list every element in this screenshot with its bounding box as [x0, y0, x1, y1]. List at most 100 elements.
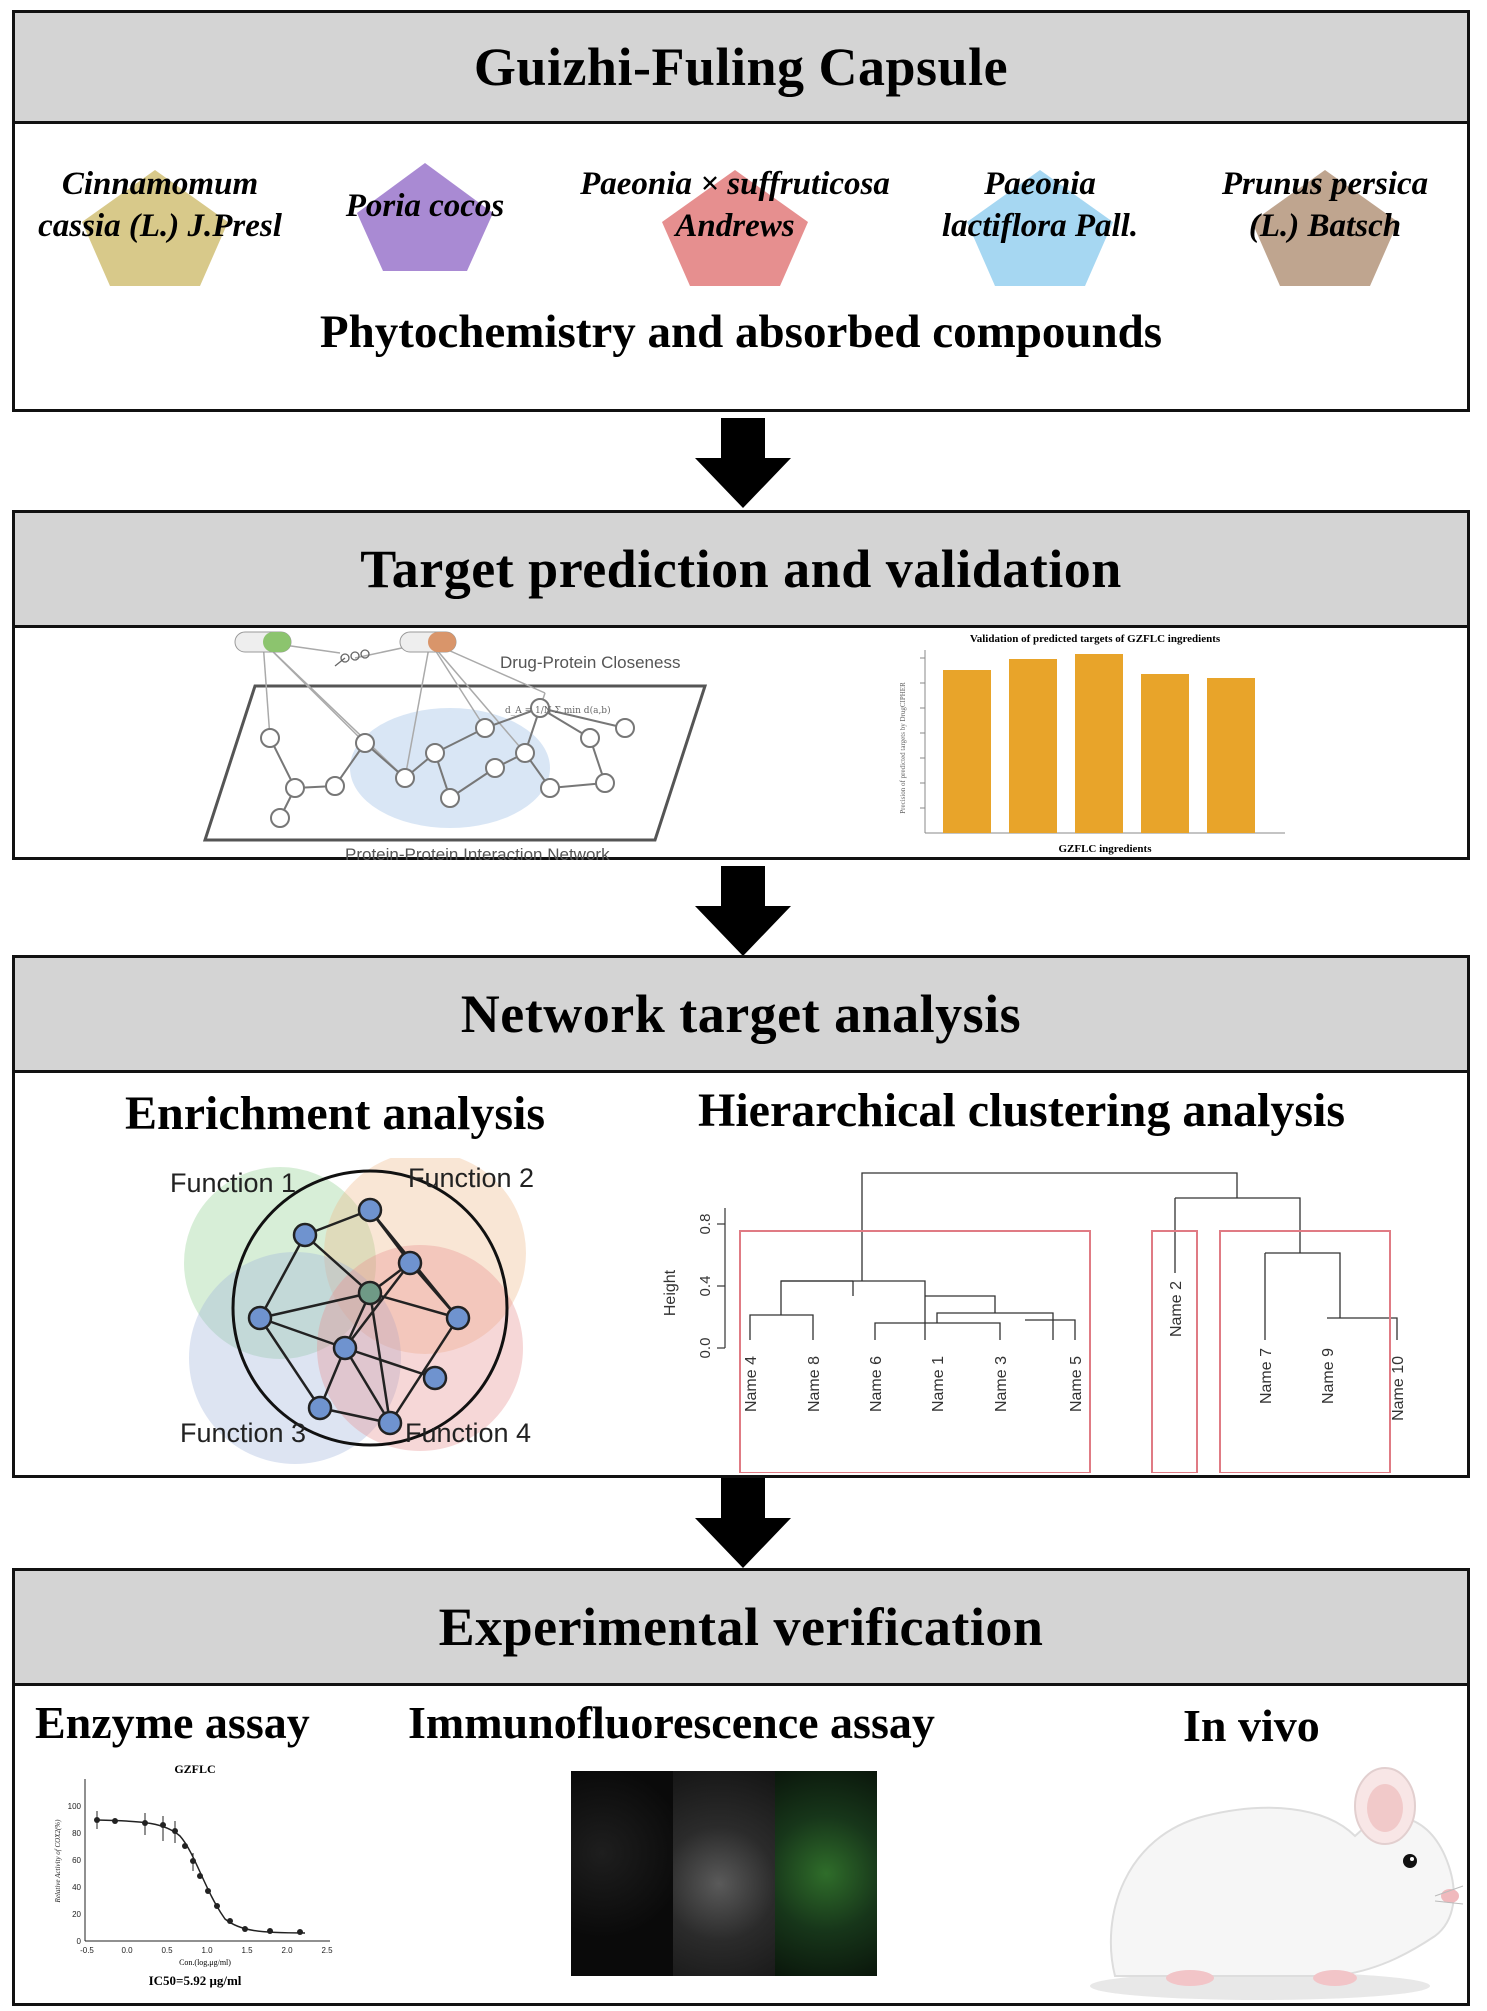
- herb-poria: Poria cocos: [315, 163, 535, 271]
- pentagon-icon: [1252, 170, 1398, 286]
- svg-text:d_A = 1/N Σ min d(a,b): d_A = 1/N Σ min d(a,b): [505, 705, 611, 716]
- dendro-ylabel: Height: [662, 1269, 679, 1316]
- bar: [943, 670, 991, 833]
- ppi-network-label: Protein-Protein Interaction Network: [345, 845, 610, 860]
- enzyme-xtick: -0.5: [80, 1946, 94, 1955]
- panel-target-title: Target prediction and validation: [15, 513, 1467, 628]
- dendro-leaf: Name 2: [1168, 1281, 1185, 1337]
- enzyme-chart-title: GZFLC: [174, 1762, 215, 1776]
- down-arrow-icon: [695, 1478, 791, 1568]
- panel-target-prediction: Target prediction and validation: [12, 510, 1470, 860]
- dendro-leaf: Name 9: [1320, 1348, 1337, 1404]
- herb-shape: [662, 170, 808, 286]
- panel-network-target: Network target analysis Enrichment analy…: [12, 955, 1470, 1478]
- enzyme-ytick: 20: [72, 1910, 81, 1919]
- immunofluorescence-image: [571, 1771, 877, 1976]
- dendro-tick: 0.4: [697, 1276, 714, 1297]
- drug-protein-closeness-label: Drug-Protein Closeness: [500, 653, 680, 672]
- herb-name-line1: Prunus persica: [1221, 166, 1429, 202]
- herb-name-line2: Andrews: [675, 208, 795, 244]
- enrichment-title: Enrichment analysis: [125, 1087, 546, 1140]
- enzyme-ic50: IC50=5.92 μg/ml: [149, 1973, 242, 1988]
- dendro-leaf: Name 1: [930, 1356, 947, 1412]
- herb-name-line2: (L.) Batsch: [1248, 208, 1402, 244]
- in-vivo-title: In vivo: [1183, 1700, 1320, 1751]
- herb-shape: [82, 170, 228, 286]
- dendro-tick: 0.8: [697, 1214, 714, 1235]
- validation-bar-chart: Validation of predicted targets of GZFLC…: [899, 633, 1285, 855]
- panel-experimental-title: Experimental verification: [15, 1571, 1467, 1686]
- enzyme-xtick: 1.0: [201, 1946, 213, 1955]
- enzyme-ytick: 0: [77, 1937, 82, 1946]
- enzyme-ytick: 80: [72, 1829, 81, 1838]
- svg-text:Precision of predicted targets: Precision of predicted targets by DrugCI…: [899, 682, 907, 814]
- function-3-label: Function 3: [180, 1418, 307, 1448]
- down-arrow-icon: [695, 866, 791, 956]
- clustering-title: Hierarchical clustering analysis: [698, 1084, 1346, 1137]
- enzyme-ytick: 100: [68, 1802, 82, 1811]
- if-channel-dark: [571, 1771, 673, 1976]
- dendro-leaf: Name 3: [993, 1356, 1010, 1412]
- immunofluorescence-title: Immunofluorescence assay: [408, 1697, 935, 1748]
- herb-shape: [967, 170, 1113, 286]
- function-1-label: Function 1: [170, 1168, 297, 1198]
- enrichment-venn-diagram: [184, 1158, 526, 1464]
- dendro-leaf: Name 4: [743, 1356, 760, 1412]
- dendro-leaf: Name 6: [868, 1356, 885, 1412]
- bar: [1075, 654, 1123, 833]
- dendro-leaf: Name 5: [1068, 1356, 1085, 1412]
- enzyme-ytick: 40: [72, 1883, 81, 1892]
- herb-paeonia-suffruticosa: Paeonia × suffruticosa Andrews: [555, 163, 915, 286]
- enzyme-xtick: 1.5: [241, 1946, 253, 1955]
- herb-prunus: Prunus persica (L.) Batsch: [1195, 163, 1455, 286]
- dendro-leaf: Name 10: [1390, 1356, 1407, 1421]
- herb-name-line2: lactiflora Pall.: [941, 208, 1139, 244]
- panel-experimental: Experimental verification Enzyme assay I…: [12, 1568, 1470, 2006]
- herb-name-line1: Paeonia: [984, 166, 1096, 202]
- bar: [1009, 659, 1057, 833]
- panel-formula: Guizhi-Fuling Capsule Cinnamomum cassia …: [12, 10, 1470, 412]
- dendro-leaf: Name 7: [1258, 1348, 1275, 1404]
- bar-chart-xlabel: GZFLC ingredients: [1058, 843, 1152, 855]
- herb-name-line1: Poria cocos: [345, 188, 505, 224]
- enzyme-ylabel: Relative Activity of COX2(%): [54, 1819, 62, 1904]
- if-channel-green: [775, 1771, 877, 1976]
- herb-name-line2: cassia (L.) J.Presl: [38, 208, 282, 244]
- down-arrow-icon: [695, 418, 791, 508]
- enzyme-xtick: 2.0: [281, 1946, 293, 1955]
- enzyme-dose-response-chart: GZFLC 0 20 40 60 80 100 -0.5 0.0 0.5 1.0…: [54, 1762, 333, 1988]
- bars: [943, 654, 1255, 833]
- herb-shape: [1252, 170, 1398, 286]
- bar: [1141, 674, 1189, 833]
- enzyme-xtick: 2.5: [321, 1946, 333, 1955]
- phytochemistry-subtitle: Phytochemistry and absorbed compounds: [319, 306, 1163, 358]
- pentagon-icon: [967, 170, 1113, 286]
- if-channel-gray: [673, 1771, 775, 1976]
- dendro-leaf: Name 8: [806, 1356, 823, 1412]
- drug-capsule-icon: [399, 631, 457, 653]
- function-4-label: Function 4: [405, 1418, 532, 1448]
- pentagon-icon: [357, 163, 493, 271]
- herb-name-line1: Cinnamomum: [61, 166, 259, 202]
- herb-shape: [357, 163, 493, 271]
- drug-capsule-icon: [234, 631, 292, 653]
- panel-formula-title: Guizhi-Fuling Capsule: [15, 13, 1467, 124]
- herb-paeonia-lactiflora: Paeonia lactiflora Pall.: [925, 163, 1155, 286]
- bar: [1207, 678, 1255, 833]
- function-2-label: Function 2: [408, 1163, 535, 1193]
- enzyme-ytick: 60: [72, 1856, 81, 1865]
- pentagon-icon: [662, 170, 808, 286]
- hierarchical-dendrogram: Height 0.0 0.4 0.8: [662, 1172, 1407, 1473]
- dendro-tick: 0.0: [697, 1338, 714, 1359]
- enzyme-xtick: 0.0: [121, 1946, 133, 1955]
- enzyme-xtick: 0.5: [161, 1946, 173, 1955]
- herb-cinnamomum: Cinnamomum cassia (L.) J.Presl: [25, 163, 295, 286]
- bar-chart-title: Validation of predicted targets of GZFLC…: [970, 633, 1221, 645]
- enzyme-xlabel: Con.(log,μg/ml): [179, 1958, 231, 1967]
- drug-protein-network-diagram: d_A = 1/N Σ min d(a,b) Drug-Protein Clos…: [202, 631, 708, 860]
- pentagon-icon: [82, 170, 228, 286]
- herb-name-line1: Paeonia × suffruticosa: [580, 166, 890, 202]
- panel-network-title: Network target analysis: [15, 958, 1467, 1073]
- enzyme-assay-title: Enzyme assay: [35, 1697, 310, 1748]
- mouse-image: [1090, 1767, 1464, 2000]
